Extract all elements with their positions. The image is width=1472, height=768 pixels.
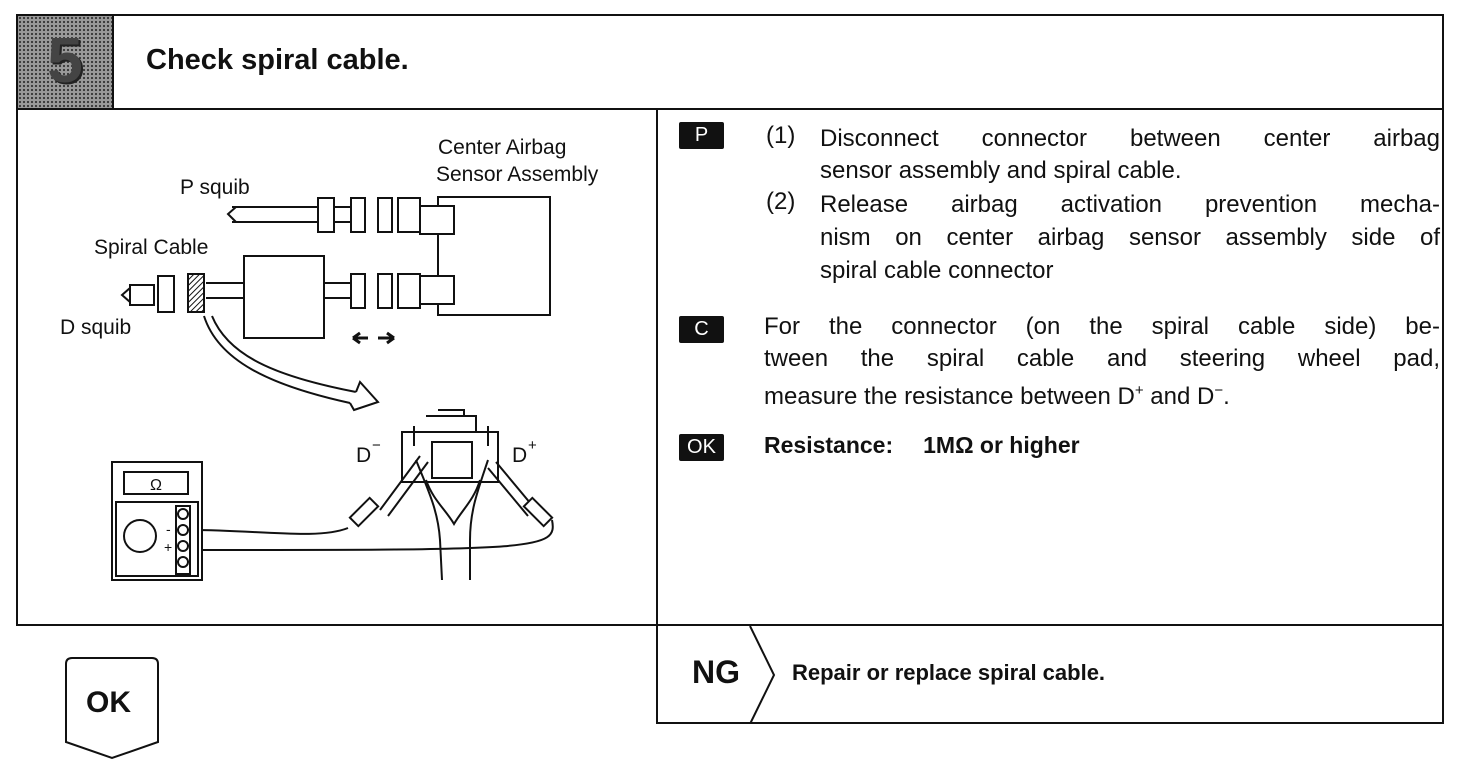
- check-line-1: For the connector (on the spiral cable s…: [764, 313, 1440, 340]
- p-squib-cable: [226, 206, 318, 223]
- prep-item-2-line-3: spiral cable connector: [820, 257, 1054, 284]
- prep-item-1-line-2: sensor assembly and spiral cable.: [820, 157, 1182, 184]
- lead-positive: [191, 519, 554, 551]
- ohm-icon: Ω: [150, 477, 162, 494]
- closeup-cable-right: [469, 459, 489, 580]
- check-line-3-sup-plus: +: [1134, 382, 1144, 399]
- center-airbag-sensor-assembly: [437, 196, 551, 316]
- step-frame: [16, 14, 1444, 626]
- spiral-cable-diagram: Center Airbag Sensor Assembly P squib Sp…: [60, 136, 599, 581]
- resistance-spec: Resistance: 1MΩ or higher: [764, 432, 1080, 459]
- ng-label: NG: [692, 654, 740, 690]
- resistance-label: Resistance:: [764, 432, 894, 458]
- check-line-3-sup-minus: −: [1214, 382, 1224, 399]
- d-squib-connector: [157, 275, 175, 313]
- step-title: Check spiral cable.: [146, 44, 409, 76]
- label-sensor-assembly: Sensor Assembly: [436, 163, 599, 186]
- label-center-airbag: Center Airbag: [438, 136, 566, 159]
- check-line-3-text-c: .: [1223, 383, 1230, 410]
- header-divider: [16, 108, 1444, 110]
- column-divider: [656, 108, 658, 724]
- step-number-badge: 5: [18, 16, 114, 108]
- prep-item-2-line-1: Release airbag activation prevention mec…: [820, 191, 1440, 218]
- closeup-cable-left: [415, 459, 443, 581]
- check-line-3-text-b: and D: [1143, 383, 1215, 410]
- probe-left-grip: [348, 496, 380, 528]
- spiral-connector-3: [397, 273, 421, 309]
- spiral-connector-2: [377, 273, 393, 309]
- check-line-3: measure the resistance between D+ and D−…: [764, 374, 1440, 413]
- probe-left: [379, 455, 429, 517]
- callout-arrow: [203, 315, 351, 404]
- slide-arrows: [352, 331, 395, 345]
- ohmmeter-dial: [123, 519, 157, 553]
- label-d-plus-sign: +: [528, 437, 537, 454]
- check-tag: C: [679, 316, 724, 343]
- d-squib-cable-end: [129, 284, 155, 306]
- check-line-2: tween the spiral cable and steering whee…: [764, 345, 1440, 372]
- resistance-value: 1MΩ or higher: [923, 432, 1080, 458]
- ohmmeter-display: [123, 471, 189, 495]
- sensor-connector-bottom: [419, 275, 455, 305]
- spiral-cable-connector-hatched: [187, 273, 205, 313]
- prep-item-1-number: (1): [766, 122, 796, 149]
- prep-tag: P: [679, 122, 724, 149]
- prep-item-2-line-2: nism on center airbag sensor assembly si…: [820, 224, 1440, 251]
- ok-flow-label: OK: [86, 686, 131, 719]
- meter-minus-label: -: [166, 521, 171, 537]
- label-d-minus: D: [356, 444, 371, 467]
- ok-spec-tag: OK: [679, 434, 724, 461]
- spiral-connector-1: [350, 273, 366, 309]
- label-spiral-cable: Spiral Cable: [94, 236, 208, 259]
- check-line-3-text-a: measure the resistance between D: [764, 383, 1135, 410]
- label-d-squib: D squib: [60, 316, 131, 339]
- label-p-squib: P squib: [180, 176, 250, 199]
- p-squib-connector-1: [317, 197, 335, 233]
- ng-arrow-divider: [749, 626, 776, 724]
- prep-item-1-line-1: Disconnect connector between center airb…: [820, 125, 1440, 152]
- spiral-cable-body: [243, 255, 325, 339]
- ng-action-text: Repair or replace spiral cable.: [792, 660, 1106, 685]
- p-squib-connector-3: [377, 197, 393, 233]
- ok-flow-arrow: [65, 657, 159, 760]
- label-d-minus-sign: −: [372, 437, 381, 454]
- meter-plus-label: +: [164, 539, 172, 555]
- step-number: 5: [47, 24, 83, 96]
- probe-right-grip: [522, 496, 554, 528]
- ng-result-box: [656, 626, 1444, 724]
- label-d-plus: D: [512, 444, 527, 467]
- p-squib-connector-4: [397, 197, 421, 233]
- lead-negative: [191, 527, 349, 535]
- sensor-connector-top: [419, 205, 455, 235]
- p-squib-connector-2: [350, 197, 366, 233]
- prep-item-2-number: (2): [766, 188, 796, 215]
